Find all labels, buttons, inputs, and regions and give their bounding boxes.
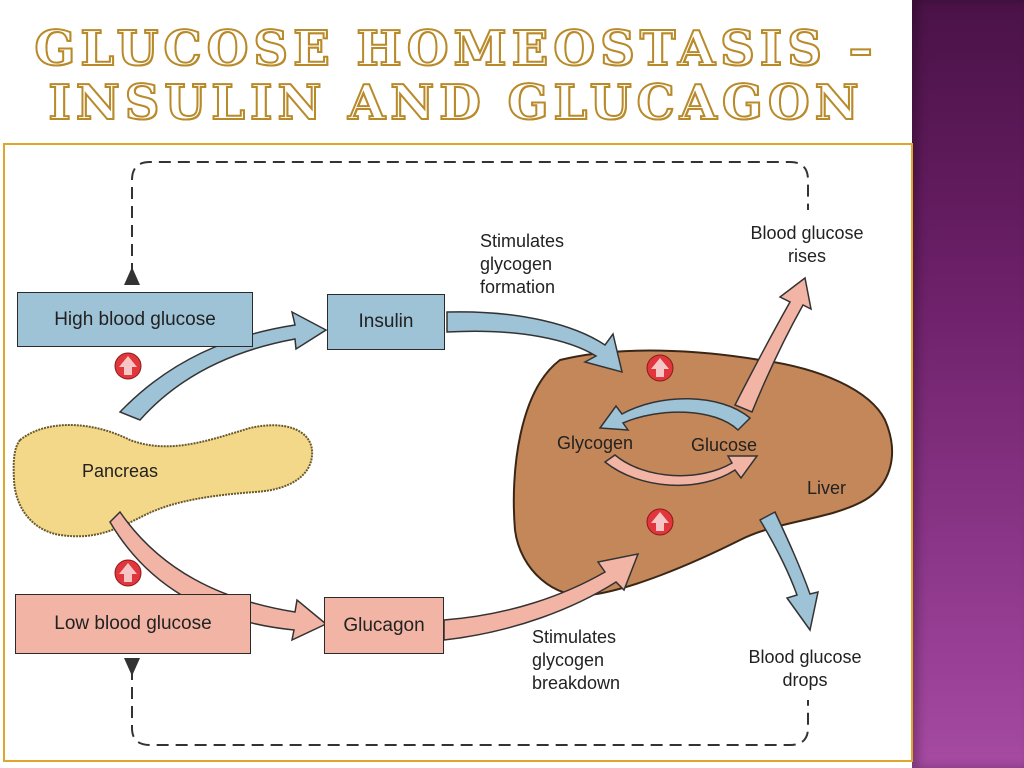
glucose-label: Glucose — [691, 435, 758, 455]
glycogen-to-glucose-arrow — [603, 454, 759, 487]
glucagon-label: Glucagon — [343, 614, 425, 636]
formation-line-3: formation — [480, 277, 556, 297]
blood-glucose-rises-label: Blood glucose rises — [732, 222, 882, 268]
low-blood-glucose-box: Low blood glucose — [15, 594, 251, 654]
slide-title: GLUCOSE HOMEOSTASIS – INSULIN AND GLUCAG… — [0, 21, 912, 131]
high-blood-glucose-label: High blood glucose — [54, 308, 216, 330]
up-arrow-marker-liver-top — [646, 354, 674, 382]
pancreas-label: Pancreas — [82, 461, 159, 481]
drops-line-1: Blood glucose — [748, 647, 862, 667]
diagram-frame — [3, 143, 913, 762]
decorative-side-band — [912, 0, 1024, 768]
glycogen-label: Glycogen — [557, 433, 634, 453]
pancreas-shape — [12, 424, 314, 538]
up-arrow-marker-liver-bottom — [646, 508, 674, 536]
blood-glucose-drops-label: Blood glucose drops — [730, 646, 880, 692]
formation-line-2: glycogen — [480, 254, 553, 274]
glucagon-box: Glucagon — [324, 597, 444, 654]
low-blood-glucose-label: Low blood glucose — [54, 613, 212, 634]
breakdown-line-1: Stimulates — [532, 627, 617, 647]
pancreas-to-insulin-arrow — [118, 310, 328, 421]
breakdown-line-2: glycogen — [532, 650, 605, 670]
insulin-label: Insulin — [358, 311, 414, 332]
rises-line-2: rises — [787, 246, 826, 266]
title-line-2: INSULIN AND GLUCAGON — [47, 75, 864, 131]
glucose-homeostasis-diagram — [12, 161, 894, 746]
feedback-loop-top — [124, 161, 809, 285]
high-blood-glucose-box: High blood glucose — [17, 292, 253, 347]
stimulates-glycogen-breakdown-label: Stimulates glycogen breakdown — [532, 626, 620, 695]
up-arrow-marker-low — [114, 559, 142, 587]
up-arrow-marker-high — [114, 352, 142, 380]
blood-glucose-drops-arrow — [758, 510, 819, 632]
drops-line-2: drops — [782, 670, 828, 690]
formation-line-1: Stimulates — [480, 231, 565, 251]
glucagon-to-liver-arrow — [443, 552, 640, 641]
insulin-to-liver-arrow — [446, 311, 624, 374]
pancreas-to-glucagon-arrow — [109, 510, 328, 642]
title-line-1: GLUCOSE HOMEOSTASIS – — [33, 21, 878, 77]
insulin-box: Insulin — [327, 294, 445, 350]
glucose-to-glycogen-arrow — [598, 398, 752, 432]
feedback-loop-bottom — [124, 658, 809, 746]
blood-glucose-rises-arrow — [733, 276, 813, 413]
rises-line-1: Blood glucose — [750, 223, 864, 243]
breakdown-line-3: breakdown — [532, 673, 621, 693]
liver-label: Liver — [807, 478, 847, 498]
stimulates-glycogen-formation-label: Stimulates glycogen formation — [480, 230, 564, 299]
